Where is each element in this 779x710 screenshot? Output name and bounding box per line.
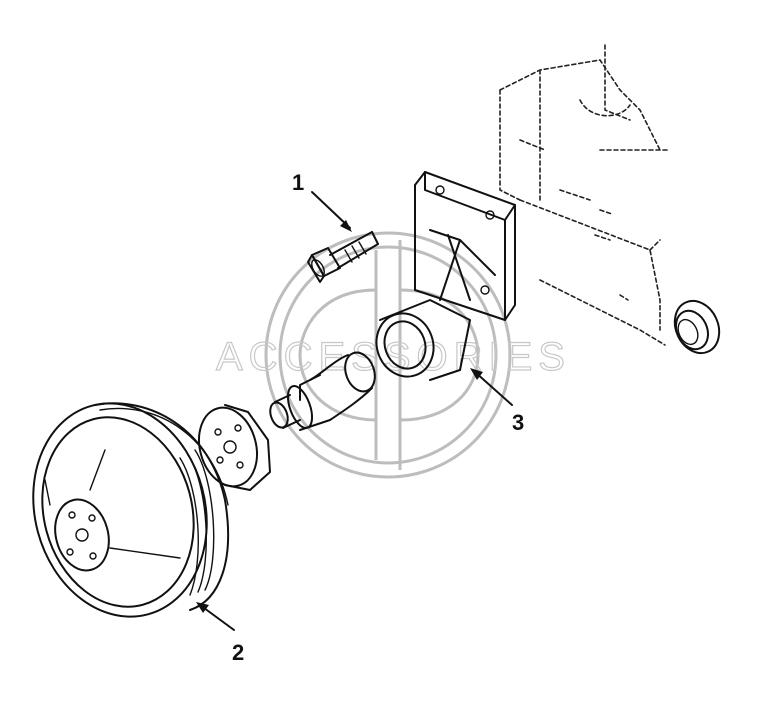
mounting-bracket <box>375 171 516 381</box>
svg-text:ACCESSORIES: ACCESSORIES <box>216 335 571 379</box>
pulley-shaft <box>269 351 376 431</box>
seal-ring <box>673 299 721 355</box>
bolt <box>307 231 379 283</box>
callout-2: 2 <box>232 640 244 665</box>
watermark-logo: ACCESSORIES <box>215 231 571 479</box>
leader-arrows <box>196 191 513 631</box>
callout-1: 1 <box>292 170 304 195</box>
engine-block <box>499 44 671 346</box>
pulley-hub <box>198 404 271 491</box>
callout-3: 3 <box>512 410 524 435</box>
drive-pulley <box>32 402 229 618</box>
